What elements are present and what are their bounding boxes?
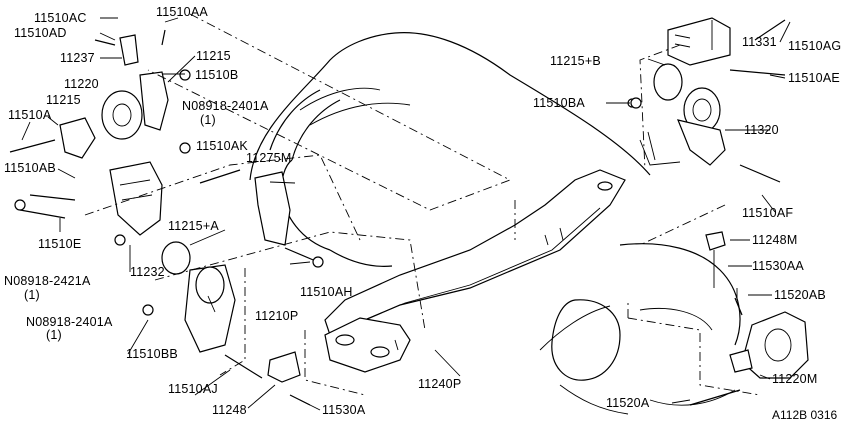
label-11220m: 11220M: [772, 372, 817, 386]
figure-code: A112B 0316: [772, 408, 837, 422]
label-11510ba: 11510BA: [533, 96, 585, 110]
label-11510aa: 11510AA: [156, 5, 208, 19]
label-08918-2401a-top: N08918-2401A: [182, 99, 269, 113]
label-11215-top: 11215: [196, 49, 231, 63]
label-11220: 11220: [64, 77, 99, 91]
left-mount-11220-drawing: [59, 34, 301, 383]
label-11510ae: 11510AE: [788, 71, 840, 85]
dashed-group-lines: [84, 13, 761, 396]
label-11530a: 11530A: [322, 403, 366, 417]
label-08918-2401a-top-qty: (1): [200, 113, 216, 127]
label-11510aj: 11510AJ: [168, 382, 218, 396]
label-11237: 11237: [60, 51, 95, 65]
label-11530aa: 11530AA: [752, 259, 804, 273]
label-11275m: 11275M: [246, 151, 291, 165]
label-11510b: 11510B: [195, 68, 238, 82]
label-11240p: 11240P: [418, 377, 461, 391]
label-11510ak: 11510AK: [196, 139, 248, 153]
label-11215-left: 11215: [46, 93, 81, 107]
rear-mount-11220m-drawing: [705, 231, 809, 379]
label-11320: 11320: [744, 123, 779, 137]
label-11510ag: 11510AG: [788, 39, 841, 53]
label-11510a: 11510A: [8, 108, 52, 122]
label-11215-plus-b: 11215+B: [550, 54, 601, 68]
label-11520ab: 11520AB: [774, 288, 826, 302]
crossmember-11240p-drawing: [324, 169, 626, 373]
label-11215-plus-a: 11215+A: [168, 219, 219, 233]
part-labels: 11510AC 11510AA 11510AD 11237 11215 1122…: [4, 5, 841, 422]
label-11210p: 11210P: [255, 309, 298, 323]
label-08918-2401a-bot: N08918-2401A: [26, 315, 113, 329]
label-08918-2421a: N08918-2421A: [4, 274, 91, 288]
right-mount-11320-drawing: [627, 17, 731, 166]
label-11510af: 11510AF: [742, 206, 793, 220]
label-11248: 11248: [212, 403, 247, 417]
label-11510bb: 11510BB: [126, 347, 178, 361]
label-08918-2401a-bot-qty: (1): [46, 328, 62, 342]
label-11510ad: 11510AD: [14, 26, 67, 40]
label-11510ac: 11510AC: [34, 11, 87, 25]
label-11510ab: 11510AB: [4, 161, 56, 175]
label-08918-2421a-qty: (1): [24, 288, 40, 302]
label-11232: 11232: [130, 265, 165, 279]
label-11510ah: 11510AH: [300, 285, 353, 299]
leader-lines: [21, 17, 791, 411]
label-11331: 11331: [742, 35, 777, 49]
label-11510e: 11510E: [38, 237, 81, 251]
label-11248m: 11248M: [752, 233, 797, 247]
label-11520a: 11520A: [606, 396, 650, 410]
